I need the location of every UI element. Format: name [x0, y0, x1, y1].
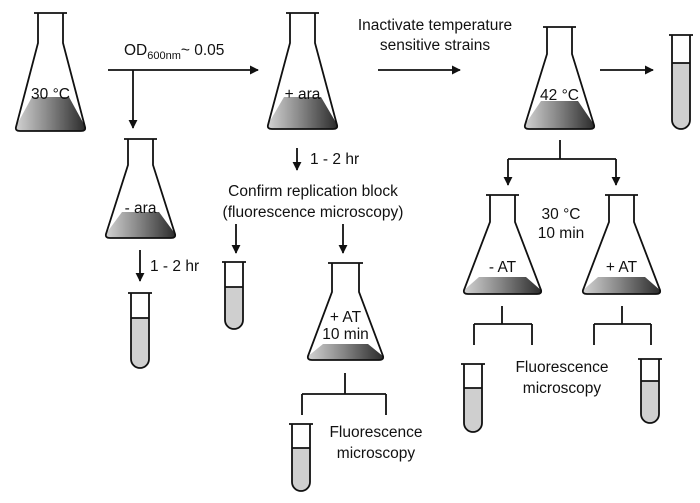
fluorescence-label-right-2: microscopy: [523, 380, 602, 397]
test-tube-icon: [128, 292, 152, 369]
flask-label-at-treated-2: 10 min: [322, 326, 369, 343]
bracket-connectors: [301, 306, 652, 415]
fluorescence-label-bottom-1: Fluorescence: [329, 424, 422, 441]
flask-start: 30 °C: [14, 12, 87, 132]
inactivate-label-1: Inactivate temperature: [358, 17, 512, 34]
flask-control: - ara: [104, 138, 177, 239]
od-value: ~ 0.05: [181, 42, 225, 59]
test-tube-control: [128, 292, 152, 369]
test-tube-icon: [222, 261, 246, 330]
inactivate-label-2: sensitive strains: [380, 37, 491, 54]
bracket-at-treated: [301, 373, 387, 415]
test-tube-confirm: [222, 261, 246, 330]
fluorescence-label-right-1: Fluorescence: [515, 359, 608, 376]
arrows: [108, 65, 654, 282]
od-main: OD: [124, 42, 147, 59]
test-tube-minus-at: [461, 363, 485, 433]
erlenmeyer-flask-icon: [306, 262, 385, 361]
flask-label-control: - ara: [125, 200, 157, 217]
time-label-control: 1 - 2 hr: [150, 258, 199, 275]
erlenmeyer-flask-icon: [14, 12, 87, 132]
bracket-plus-at: [593, 306, 652, 345]
erlenmeyer-flask-icon: [523, 26, 596, 130]
erlenmeyer-flask-icon: [104, 138, 177, 239]
test-tube-icon: [289, 423, 313, 492]
flask-at-treated: + AT 10 min: [306, 262, 385, 361]
erlenmeyer-flask-icon: [581, 194, 662, 295]
recovery-label-1: 30 °C: [542, 206, 581, 223]
confirm-label-1: Confirm replication block: [228, 183, 398, 200]
fluorescence-label-bottom-2: microscopy: [337, 445, 416, 462]
erlenmeyer-flask-icon: [266, 12, 339, 130]
test-tube-at-treated: [289, 423, 313, 492]
flask-plus-at: + AT: [581, 194, 662, 295]
test-tube-heat: [669, 34, 693, 130]
flask-label-induced: + ara: [285, 86, 321, 103]
od-label: OD600nm~ 0.05: [124, 42, 224, 62]
flask-heat: 42 °C: [523, 26, 596, 130]
time-label-induced: 1 - 2 hr: [310, 151, 359, 168]
flask-label-heat: 42 °C: [540, 87, 579, 104]
flask-label-plus-at: + AT: [606, 259, 638, 276]
test-tube-icon: [669, 34, 693, 130]
flask-induced: + ara: [266, 12, 339, 130]
recovery-label-2: 10 min: [538, 225, 585, 242]
test-tube-plus-at: [638, 358, 662, 424]
flask-label-at-treated-1: + AT: [330, 309, 362, 326]
confirm-label-2: (fluorescence microscopy): [223, 204, 404, 221]
od-subscript: 600nm: [147, 50, 181, 62]
test-tube-icon: [461, 363, 485, 433]
flask-label-minus-at: - AT: [489, 259, 517, 276]
annotations: OD600nm~ 0.05 Inactivate temperature sen…: [124, 17, 609, 462]
flask-minus-at: - AT: [462, 194, 543, 295]
flask-label-start: 30 °C: [31, 86, 70, 103]
test-tube-icon: [638, 358, 662, 424]
erlenmeyer-flask-icon: [462, 194, 543, 295]
branch-connector: [508, 140, 616, 160]
bracket-minus-at: [473, 306, 533, 345]
